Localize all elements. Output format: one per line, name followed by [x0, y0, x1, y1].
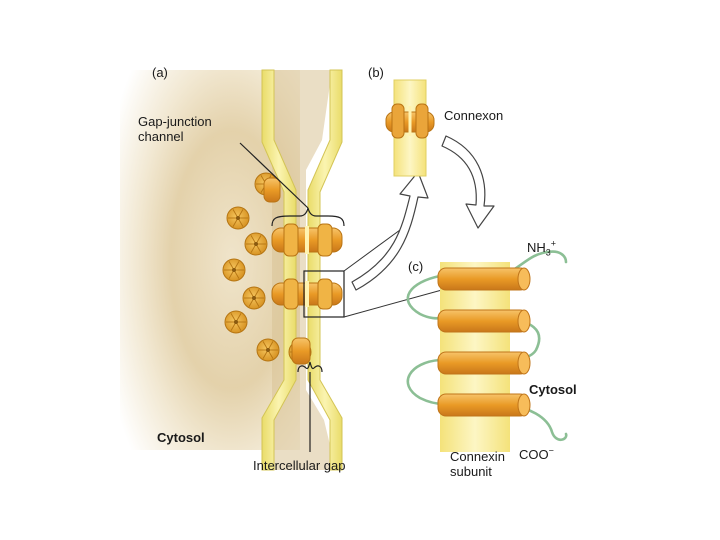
- connexin-helix: [437, 351, 531, 375]
- coo-text: COO: [519, 447, 549, 462]
- connexin-helix-body: [437, 267, 529, 291]
- connexon-disc: [226, 206, 250, 230]
- nh3-superscript: +: [550, 238, 557, 249]
- connexon-detail: [385, 79, 435, 177]
- connexon-disc: [256, 338, 280, 362]
- connexon-side-a4: [263, 177, 281, 203]
- coo-superscript: −: [548, 445, 554, 456]
- panel-label-c: (c): [408, 259, 424, 274]
- connexon-disc-pore: [236, 216, 240, 220]
- connexon-disc: [242, 286, 266, 310]
- nh3-label: NH3+: [527, 238, 557, 261]
- connexin-helices: [437, 267, 531, 417]
- nh3-text: NH: [527, 240, 546, 255]
- zoom-line-top: [343, 229, 401, 272]
- connexin-helix-body: [437, 309, 529, 333]
- connexin-helix-end: [517, 393, 531, 417]
- connexin-helix: [437, 393, 531, 417]
- connexon-disc-pore: [252, 296, 256, 300]
- left-membrane: [261, 69, 297, 471]
- cytosol-region: [120, 70, 300, 450]
- nh3-subscript: 3: [545, 247, 551, 258]
- connexin-helix: [437, 267, 531, 291]
- connexon-disc-pore: [234, 320, 238, 324]
- gap-junction-pointer: [239, 142, 309, 209]
- connexon-label: Connexon: [444, 108, 504, 123]
- cytosol-label-right: Cytosol: [529, 382, 577, 397]
- connexin-label-line2: subunit: [450, 464, 492, 479]
- zoom-box: [303, 270, 345, 318]
- panel-label-b: (b): [368, 65, 384, 80]
- connexon-disc-pore: [254, 242, 258, 246]
- panel-label-a: (a): [152, 65, 168, 80]
- arrow-a-to-b: [351, 171, 429, 291]
- right-membrane: [307, 69, 343, 471]
- gap-junction-label-line2: channel: [138, 129, 184, 144]
- connexin-label-line1: Connexin: [450, 449, 505, 464]
- connexon-side-a3: [291, 337, 311, 365]
- arrow-b-to-c: [441, 135, 495, 229]
- connexin-helix-end: [517, 309, 531, 333]
- connexon-disc-pore: [266, 348, 270, 352]
- connexin-helix: [437, 309, 531, 333]
- connexon-disc: [224, 310, 248, 334]
- connexon-side-a1: [271, 223, 343, 257]
- connexon-disc-pore: [232, 268, 236, 272]
- cytosol-label-left: Cytosol: [157, 430, 205, 445]
- connexin-helix-end: [517, 267, 531, 291]
- intercellular-gap-brace: [297, 361, 323, 373]
- intercellular-gap-label: Intercellular gap: [253, 458, 346, 473]
- connexon-side-a2: [271, 278, 343, 310]
- connexin-helix-end: [517, 351, 531, 375]
- connexin-helix-body: [437, 393, 529, 417]
- gap-junction-label-line1: Gap-junction: [138, 114, 212, 129]
- connexon-disc: [222, 258, 246, 282]
- coo-label: COO−: [519, 445, 554, 462]
- connexon-disc: [244, 232, 268, 256]
- connexin-helix-body: [437, 351, 529, 375]
